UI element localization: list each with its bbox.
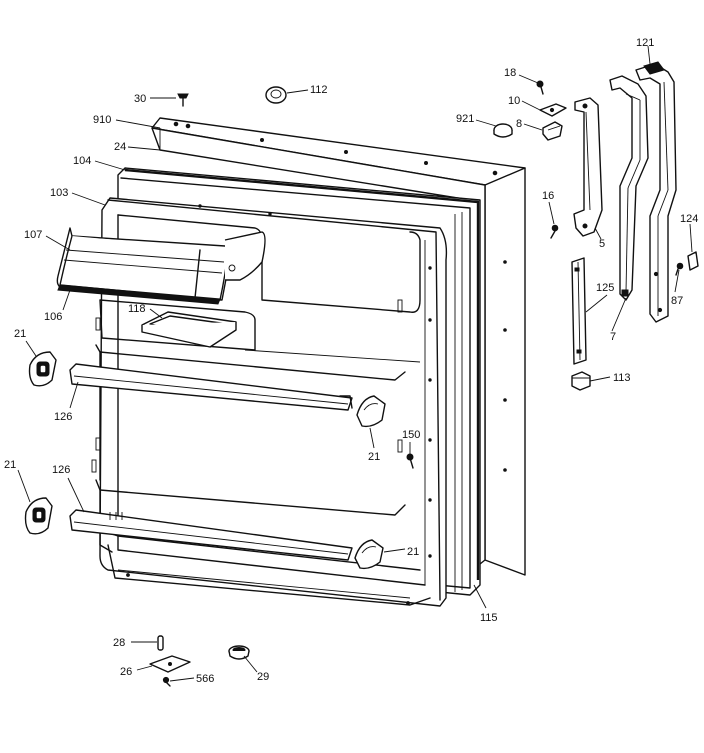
clip-124 [687, 251, 699, 271]
callout-104: 104 [73, 155, 91, 167]
callout-21-left-lower: 21 [4, 459, 16, 471]
shelf-support-clip-left-lower [24, 497, 53, 535]
screw-87 [675, 262, 684, 276]
handle-trim-125 [571, 257, 587, 365]
shelf-bar-upper [69, 363, 353, 411]
screw-18 [536, 80, 544, 95]
callout-126-lower: 126 [52, 464, 70, 476]
callout-910: 910 [93, 114, 111, 126]
callout-28: 28 [113, 637, 125, 649]
grommet-29 [228, 645, 250, 660]
clip-10 [539, 103, 567, 117]
pin-28 [157, 635, 164, 651]
callout-566: 566 [196, 673, 214, 685]
cap-921 [493, 123, 513, 138]
callout-5: 5 [599, 238, 605, 250]
callout-113: 113 [613, 372, 631, 384]
callout-121: 121 [636, 37, 654, 49]
callout-7: 7 [610, 331, 616, 343]
callout-8: 8 [516, 118, 522, 130]
hinge-5 [573, 97, 603, 237]
callout-87: 87 [671, 295, 683, 307]
callout-106: 106 [44, 311, 62, 323]
callout-21-right-lower: 21 [407, 546, 419, 558]
shelf-support-clip-right-upper [356, 395, 386, 428]
dairy-compartment-door [56, 227, 266, 305]
callout-10: 10 [508, 95, 520, 107]
callout-16: 16 [542, 190, 554, 202]
bushing-8 [542, 121, 563, 141]
callout-26: 26 [120, 666, 132, 678]
shelf-bar-lower [69, 509, 353, 561]
callout-30: 30 [134, 93, 146, 105]
callout-29: 29 [257, 671, 269, 683]
callout-115: 115 [480, 612, 498, 624]
callout-126-upper: 126 [54, 411, 72, 423]
callout-24: 24 [114, 141, 126, 153]
screw-30 [177, 93, 189, 107]
leader-lines [17, 45, 693, 682]
plug-112 [265, 86, 287, 104]
callout-112: 112 [310, 84, 328, 96]
handle-121 [635, 61, 677, 323]
callout-103: 103 [50, 187, 68, 199]
shelf-support-clip-left-upper [28, 351, 57, 387]
screw-16 [550, 224, 559, 239]
callout-124: 124 [680, 213, 698, 225]
callout-921: 921 [456, 113, 474, 125]
cap-113 [571, 371, 591, 391]
callout-21-right-upper: 21 [368, 451, 380, 463]
screw-566 [162, 676, 171, 687]
plate-26 [149, 655, 191, 673]
shelf-support-clip-right-lower [354, 539, 384, 570]
callout-118: 118 [128, 303, 146, 315]
callout-150: 150 [402, 429, 420, 441]
handle-7 [609, 75, 649, 301]
callout-labels: 121 18 10 30 112 910 921 8 24 104 103 16… [4, 37, 698, 685]
callout-18: 18 [504, 67, 516, 79]
callout-107: 107 [24, 229, 42, 241]
callout-21-left-upper: 21 [14, 328, 26, 340]
callout-125: 125 [596, 282, 614, 294]
